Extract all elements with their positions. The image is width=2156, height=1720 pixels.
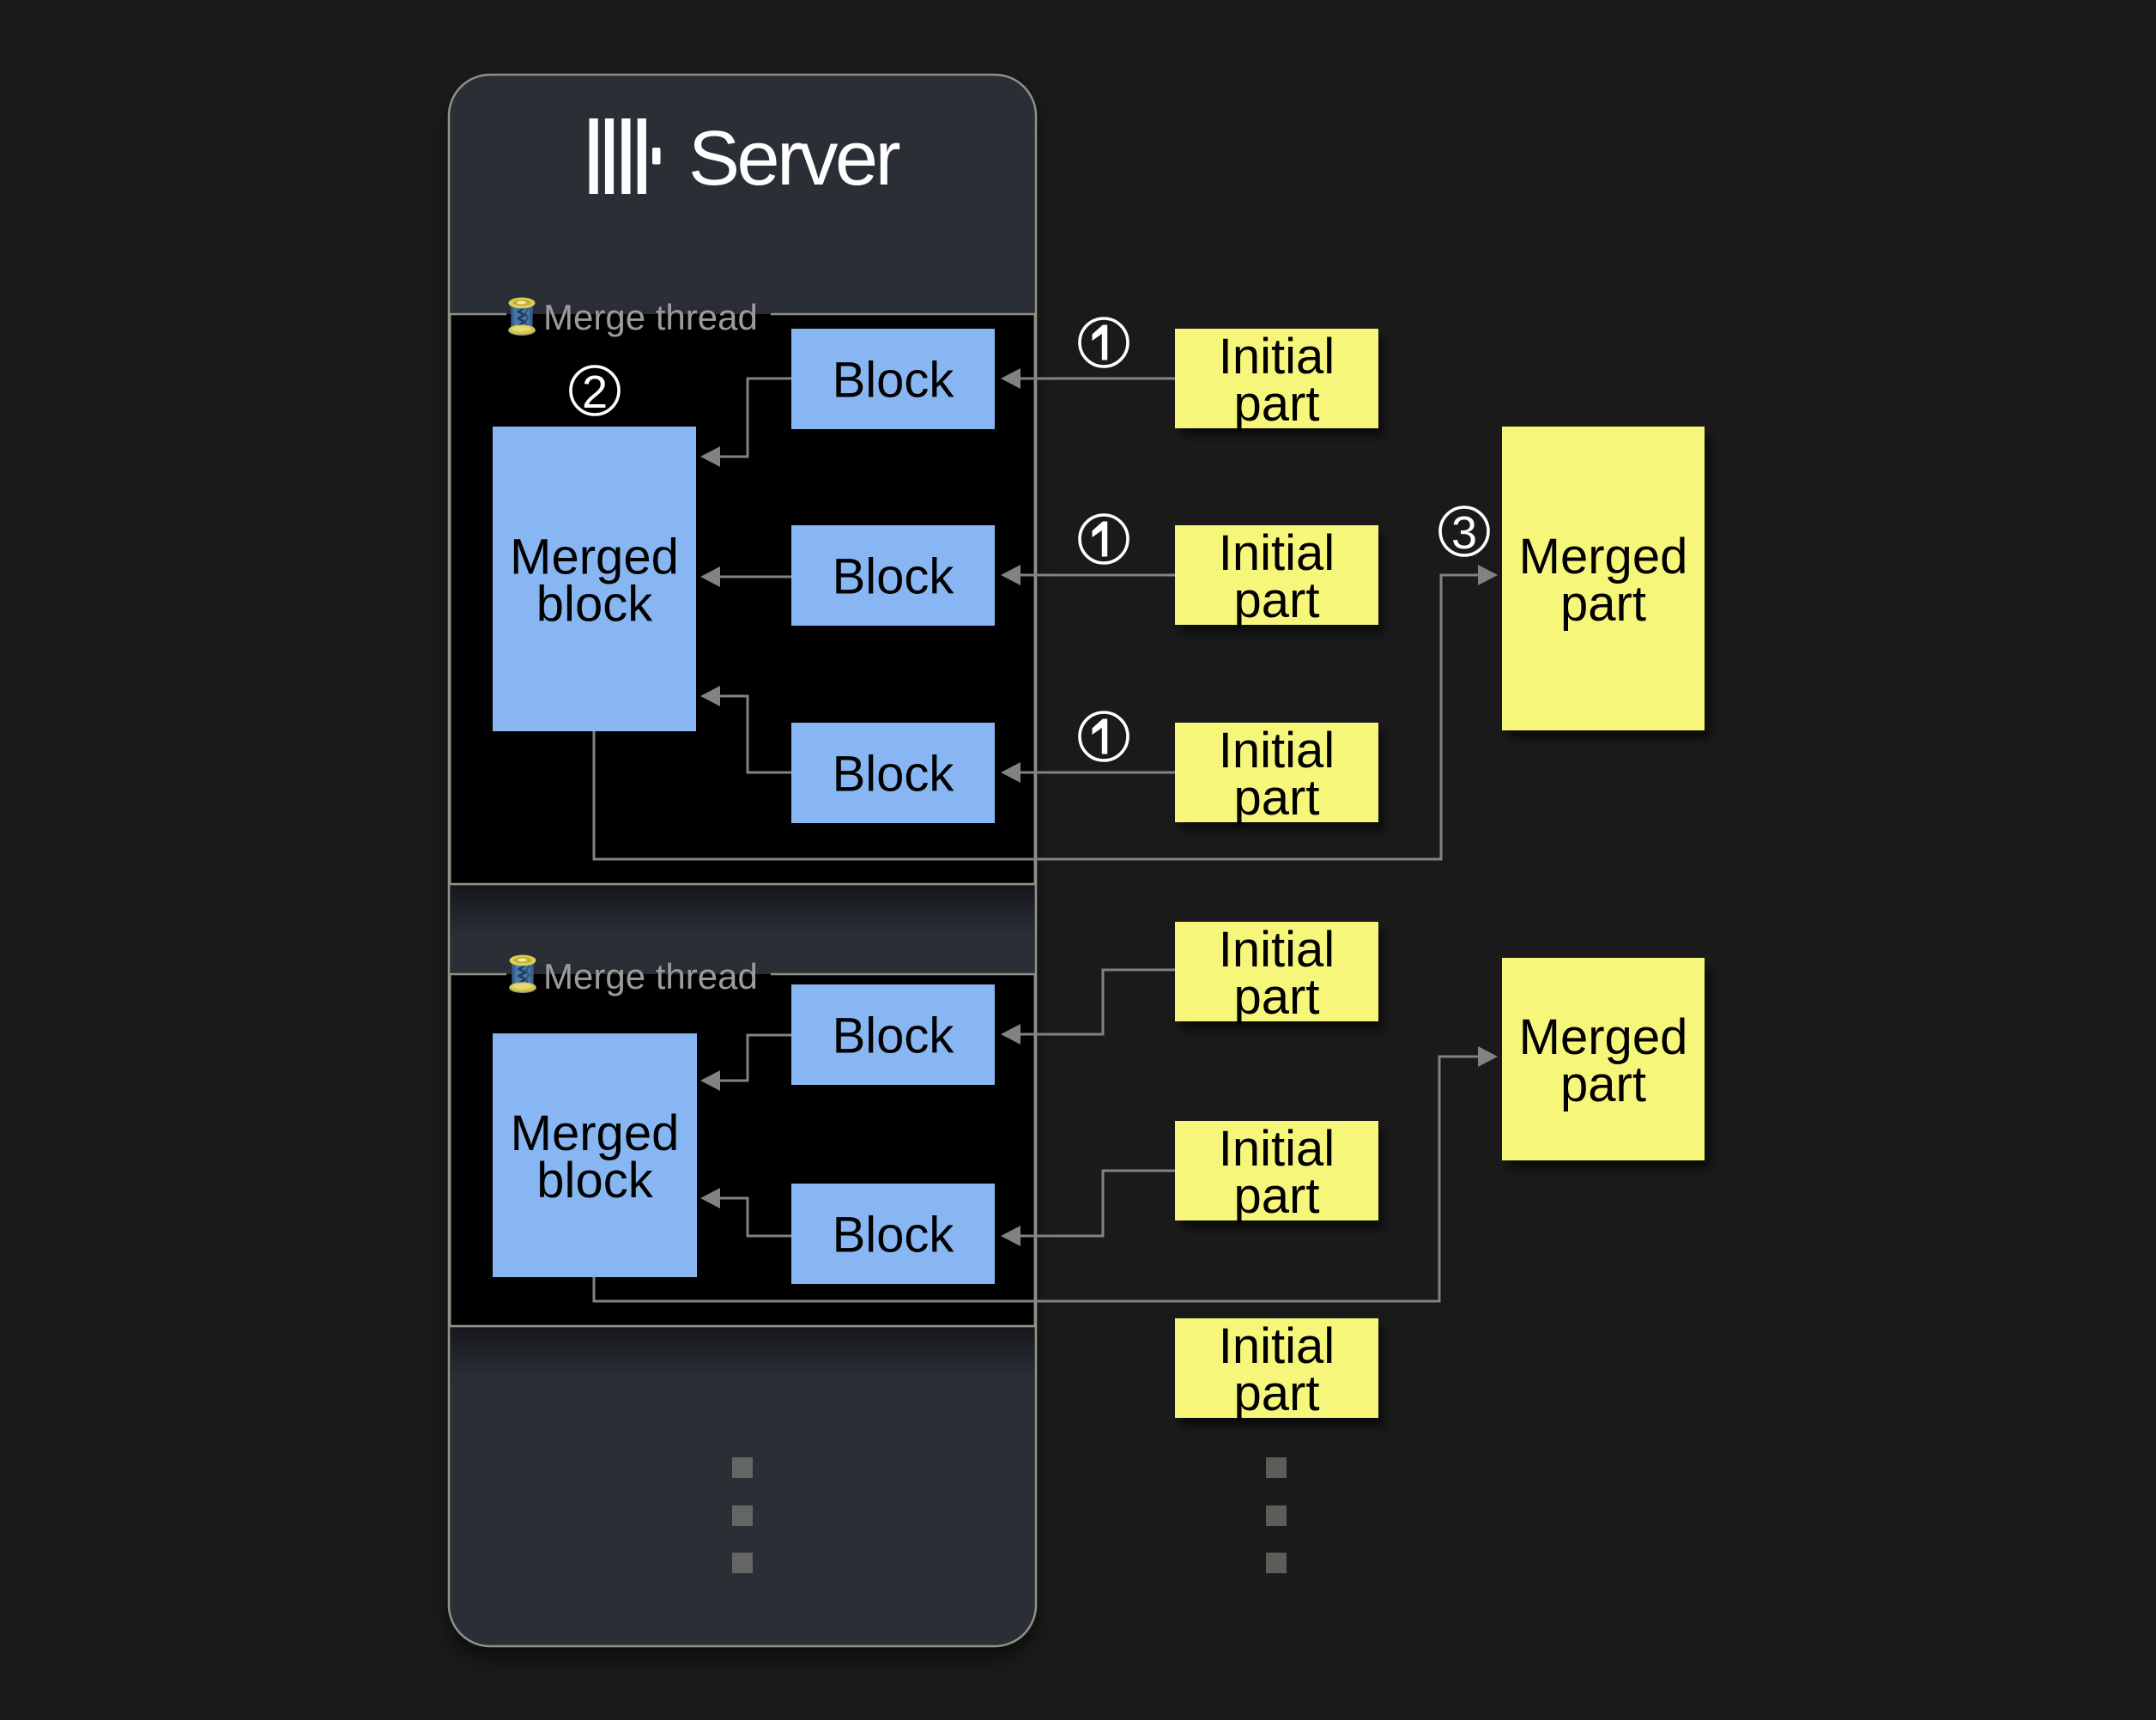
svg-text:Block: Block [833, 549, 955, 605]
svg-text:block: block [536, 1153, 653, 1208]
svg-text:Initial: Initial [1219, 1121, 1335, 1177]
svg-text:Block: Block [833, 1208, 955, 1263]
svg-text:Merge thread: Merge thread [543, 956, 758, 996]
svg-text:Block: Block [833, 353, 955, 409]
svg-text:Merge thread: Merge thread [543, 297, 758, 337]
svg-text:part: part [1234, 770, 1320, 826]
svg-text:Initial: Initial [1219, 922, 1335, 978]
svg-text:part: part [1234, 1168, 1320, 1224]
svg-text:Merged: Merged [1519, 1009, 1688, 1065]
svg-text:Initial: Initial [1219, 329, 1335, 385]
svg-text:part: part [1560, 576, 1646, 632]
svg-text:Merged: Merged [511, 1105, 680, 1161]
svg-text:block: block [536, 577, 653, 633]
svg-text:3: 3 [1451, 507, 1477, 559]
svg-text:Initial: Initial [1219, 723, 1335, 778]
svg-text:part: part [1234, 572, 1320, 628]
svg-text:Server: Server [688, 116, 900, 202]
svg-text:part: part [1560, 1057, 1646, 1112]
svg-text:2: 2 [582, 366, 608, 418]
svg-text:Block: Block [833, 747, 955, 802]
svg-text:part: part [1234, 376, 1320, 432]
svg-text:Initial: Initial [1219, 1318, 1335, 1374]
svg-text:part: part [1234, 1366, 1320, 1421]
svg-text:Merged: Merged [1519, 529, 1688, 584]
svg-text:Initial: Initial [1219, 525, 1335, 581]
svg-text:part: part [1234, 969, 1320, 1025]
svg-text:Merged: Merged [510, 530, 679, 585]
svg-text:Block: Block [833, 1008, 955, 1064]
